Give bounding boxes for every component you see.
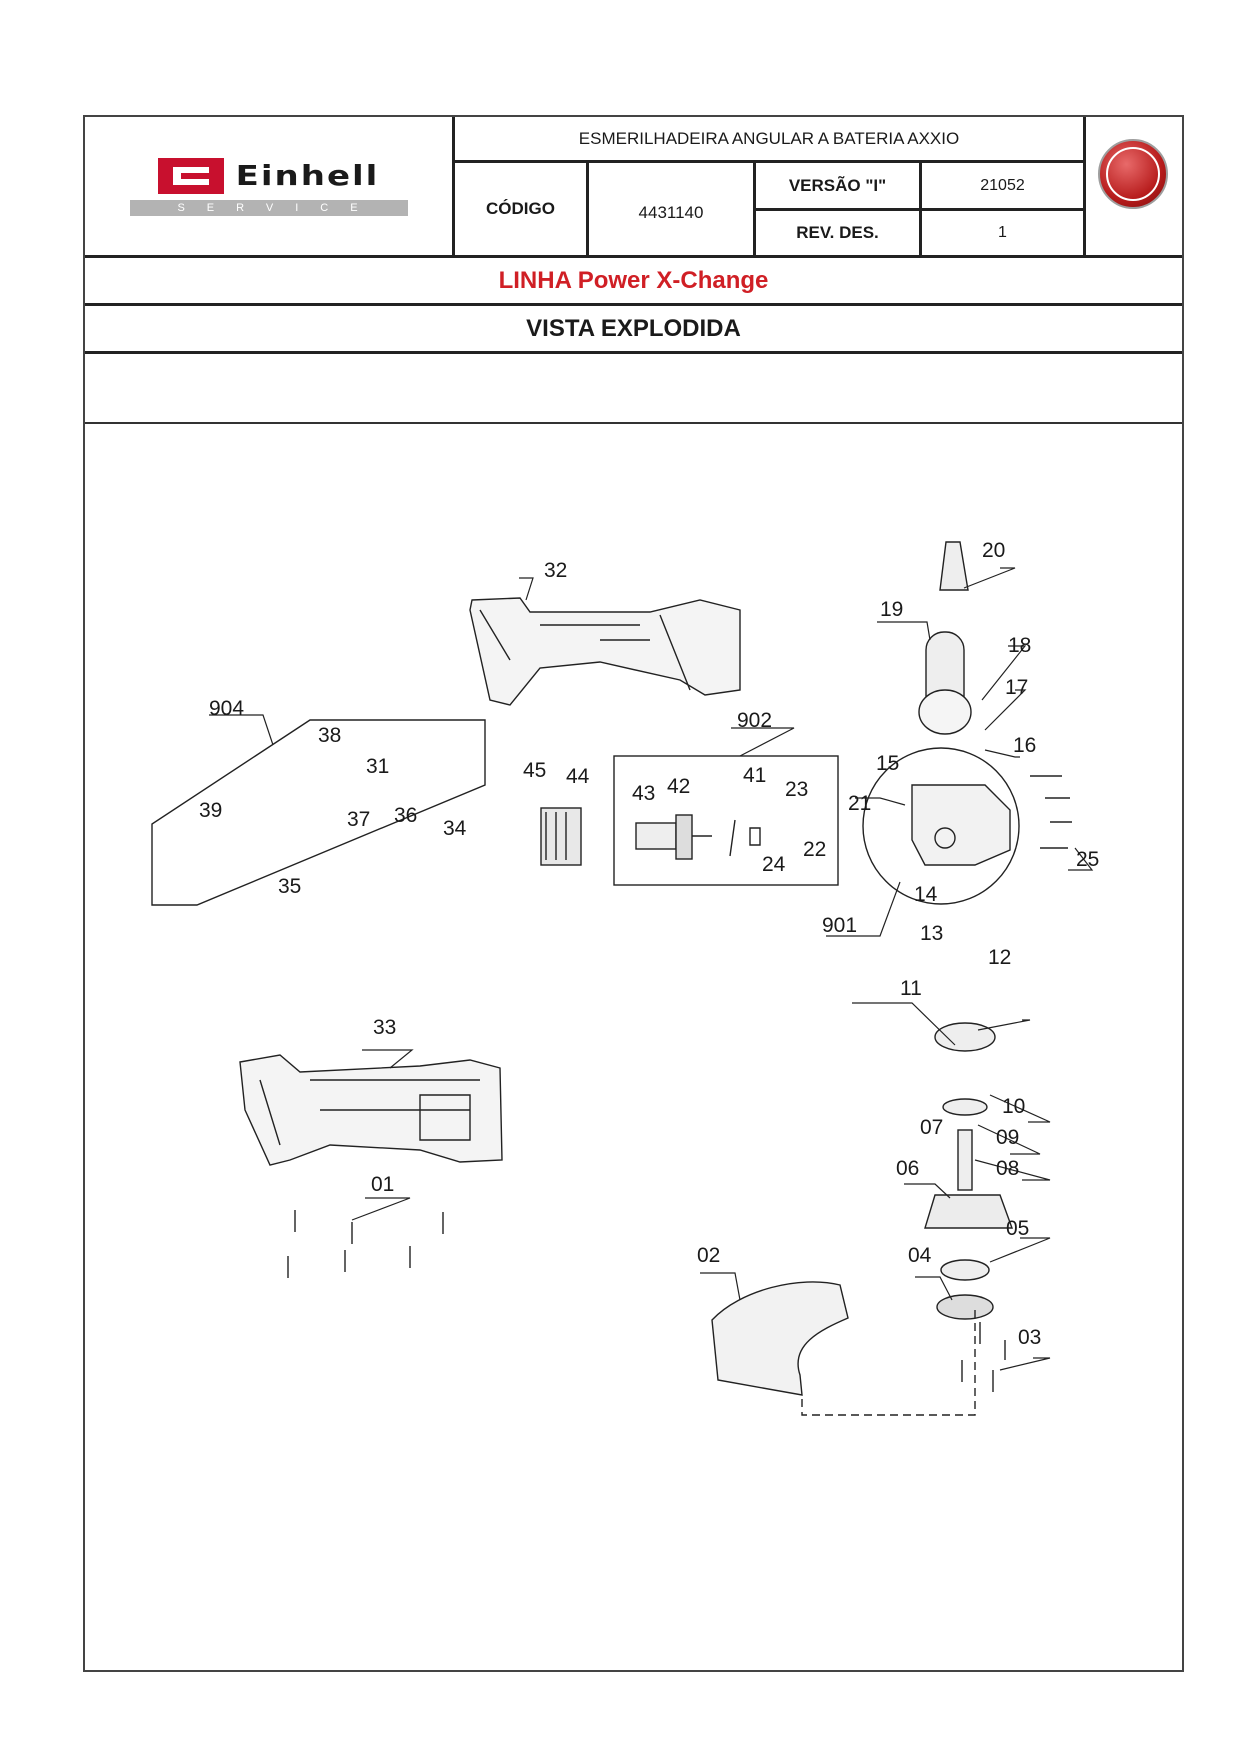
part-label-18: 18 — [1008, 634, 1031, 657]
part-label-13: 13 — [920, 922, 943, 945]
part-label-42: 42 — [667, 775, 690, 798]
part-label-09: 09 — [996, 1126, 1019, 1149]
logo-subtitle: SERVICE — [129, 200, 408, 216]
part-label-31: 31 — [366, 755, 389, 778]
part-label-06: 06 — [896, 1157, 919, 1180]
part-label-12: 12 — [988, 946, 1011, 969]
part-label-22: 22 — [803, 838, 826, 861]
part-label-37: 37 — [347, 808, 370, 831]
section-divider — [85, 422, 1182, 424]
part-label-11: 11 — [900, 977, 922, 1000]
header-table: Einhell SERVICE ESMERILHADEIRA ANGULAR A… — [85, 117, 1182, 258]
part-label-41: 41 — [743, 764, 766, 787]
part-label-20: 20 — [982, 539, 1005, 562]
part-label-02: 02 — [697, 1244, 720, 1267]
logo-wordmark: Einhell — [235, 160, 380, 192]
rev-label: REV. DES. — [796, 223, 879, 242]
part-label-36: 36 — [394, 804, 417, 827]
part-label-01: 01 — [371, 1173, 394, 1196]
part-label-19: 19 — [880, 598, 903, 621]
part-label-04: 04 — [908, 1244, 932, 1267]
part-label-32: 32 — [544, 559, 567, 582]
line-title: LINHA Power X-Change — [85, 258, 1182, 306]
part-label-45: 45 — [523, 759, 546, 782]
part-label-23: 23 — [785, 778, 808, 801]
einhell-logo: Einhell SERVICE — [85, 117, 452, 255]
einhell-e-icon — [157, 158, 224, 194]
part-label-904: 904 — [209, 697, 244, 720]
part-label-43: 43 — [632, 782, 655, 805]
part-label-901: 901 — [822, 914, 857, 937]
part-label-35: 35 — [278, 875, 301, 898]
code-label: CÓDIGO — [486, 199, 555, 218]
part-label-03: 03 — [1018, 1326, 1041, 1349]
view-title: VISTA EXPLODIDA — [85, 306, 1182, 354]
part-label-39: 39 — [199, 799, 222, 822]
part-label-44: 44 — [566, 765, 590, 788]
part-label-34: 34 — [443, 817, 467, 840]
authorized-service-seal — [1098, 139, 1168, 209]
part-label-05: 05 — [1006, 1217, 1029, 1240]
version-value: 21052 — [980, 176, 1025, 194]
part-label-07: 07 — [920, 1116, 943, 1139]
document-sheet: Einhell SERVICE ESMERILHADEIRA ANGULAR A… — [83, 115, 1184, 1672]
part-label-08: 08 — [996, 1157, 1019, 1180]
code-value: 4431140 — [638, 203, 704, 222]
part-label-25: 25 — [1076, 848, 1099, 871]
part-label-902: 902 — [737, 709, 772, 732]
part-label-16: 16 — [1013, 734, 1036, 757]
product-title: ESMERILHADEIRA ANGULAR A BATERIA AXXIO — [578, 128, 960, 148]
part-label-38: 38 — [318, 724, 341, 747]
part-label-10: 10 — [1002, 1095, 1025, 1118]
version-label: VERSÃO "I" — [788, 175, 887, 195]
part-label-33: 33 — [373, 1016, 396, 1039]
rev-value: 1 — [998, 224, 1007, 241]
part-label-21: 21 — [848, 792, 871, 815]
part-label-15: 15 — [876, 752, 899, 775]
part-label-14: 14 — [914, 883, 938, 906]
part-label-24: 24 — [762, 853, 786, 876]
part-label-17: 17 — [1005, 676, 1028, 699]
